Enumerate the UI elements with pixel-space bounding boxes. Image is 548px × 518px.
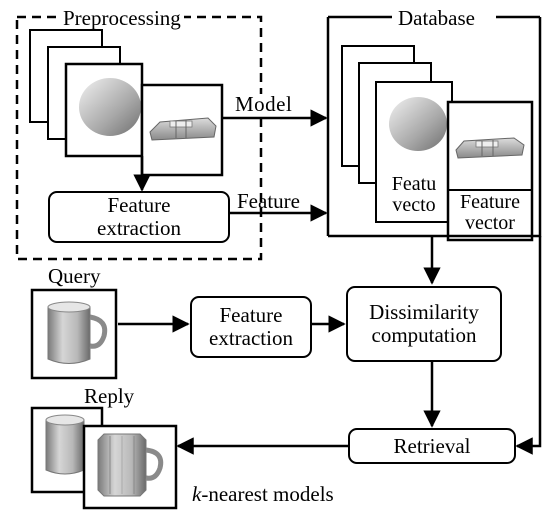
dissimilarity-line-2: computation <box>371 323 477 347</box>
dissimilarity-line-1: Dissimilarity <box>369 300 479 325</box>
car-model-icon <box>149 117 217 141</box>
database-model-stack <box>341 45 534 242</box>
k-nearest-caption: k-nearest models <box>192 484 334 505</box>
vector-label-line-1: Feature <box>460 192 520 213</box>
sphere-model-icon <box>389 97 447 151</box>
mug-model-icon <box>45 414 85 475</box>
query-label: Query <box>48 264 101 288</box>
database-front-vector-label: Feature vector <box>450 192 530 238</box>
car-model-icon <box>455 137 525 159</box>
vector-label-line-1: Featu <box>391 174 437 195</box>
octagonal-mug-model-icon <box>97 433 164 497</box>
query-feature-extraction-box: Feature extraction <box>190 296 312 358</box>
vector-label-line-2: vecto <box>392 194 436 216</box>
preprocessing-model-stack <box>29 29 224 177</box>
vector-label-line-2: vector <box>465 212 515 234</box>
database-group-border <box>326 15 540 236</box>
database-title: Database <box>395 8 478 29</box>
retrieval-box: Retrieval <box>348 428 516 464</box>
feature-extraction-line-2: extraction <box>97 216 181 240</box>
dissimilarity-computation-box: Dissimilarity computation <box>346 286 502 362</box>
reply-label: Reply <box>84 384 135 408</box>
model-arrow-label: Model <box>232 94 296 115</box>
query-model-card <box>30 288 118 380</box>
feature-extraction-line-1: Feature <box>107 193 171 218</box>
preprocessing-title: Preprocessing <box>60 8 184 29</box>
feature-extraction-line-1: Feature <box>219 303 283 328</box>
preprocessing-feature-extraction-box: Feature extraction <box>48 191 230 243</box>
retrieval-label: Retrieval <box>393 433 471 458</box>
k-nearest-rest: -nearest models <box>201 482 334 506</box>
reply-model-stack <box>30 406 178 510</box>
sphere-model-icon <box>79 78 141 136</box>
feature-extraction-line-2: extraction <box>209 326 293 350</box>
database-back-vector-label: Featu vecto <box>378 174 450 222</box>
mug-model-icon <box>47 301 108 364</box>
feature-arrow-label: Feature <box>237 189 300 213</box>
database-to-retrieval-arrow <box>515 236 542 455</box>
k-italic: k <box>192 482 202 506</box>
